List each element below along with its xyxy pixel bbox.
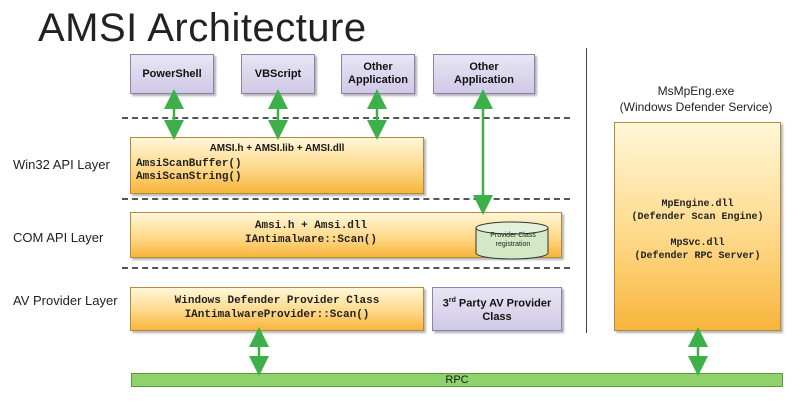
engine-dll-desc: (Defender Scan Engine) [631, 212, 764, 223]
win32-func-scanbuffer: AmsiScanBuffer() [136, 158, 242, 170]
com-func-scan: IAntimalware::Scan() [244, 234, 378, 246]
app-label-other-2: Other Application [454, 61, 514, 86]
diagram-title: AMSI Architecture [38, 6, 367, 50]
defender-service-box: MpEngine.dll (Defender Scan Engine) MpSv… [614, 122, 781, 331]
provider-registration-cylinder [475, 221, 549, 260]
third-party-provider-box: 3rd Party AV Provider Class [432, 287, 562, 331]
app-box-vbscript: VBScript [241, 54, 315, 94]
win32-component-box: AMSI.h + AMSI.lib + AMSI.dll AmsiScanBuf… [130, 137, 424, 194]
service-exe-name: MsMpEng.exe [657, 84, 735, 98]
app-label-powershell: PowerShell [142, 67, 202, 80]
service-description: (Windows Defender Service) [619, 100, 773, 114]
third-party-line2: Class [482, 310, 512, 323]
defender-provider-scan: IAntimalwareProvider::Scan() [184, 309, 370, 321]
app-label-vbscript: VBScript [254, 67, 302, 80]
rpc-bar: RPC [131, 373, 783, 387]
win32-header: AMSI.h + AMSI.lib + AMSI.dll [209, 143, 345, 154]
layer-label-com: COM API Layer [13, 230, 104, 245]
cylinder-label: Provider Class registration [490, 232, 536, 248]
win32-func-scanstring: AmsiScanString() [136, 171, 242, 183]
rpc-dll-desc: (Defender RPC Server) [634, 251, 761, 262]
separator-middle [122, 198, 570, 200]
rpc-dll: MpSvc.dll [670, 238, 725, 249]
app-box-powershell: PowerShell [130, 54, 214, 94]
vertical-divider [586, 48, 587, 333]
layer-label-win32: Win32 API Layer [13, 157, 110, 172]
separator-bottom [122, 267, 570, 269]
engine-dll: MpEngine.dll [661, 199, 734, 210]
rpc-label: RPC [445, 374, 469, 386]
separator-top [122, 117, 570, 119]
com-header: Amsi.h + Amsi.dll [254, 220, 368, 232]
defender-provider-box: Windows Defender Provider Class IAntimal… [130, 287, 424, 331]
defender-provider-class: Windows Defender Provider Class [174, 295, 380, 307]
third-party-line1: 3rd Party AV Provider [442, 297, 552, 310]
layer-label-av: AV Provider Layer [13, 293, 118, 308]
app-box-other-application-1: Other Application [341, 54, 415, 94]
app-box-other-application-2: Other Application [433, 54, 535, 94]
app-label-other-1: Other Application [348, 61, 408, 86]
